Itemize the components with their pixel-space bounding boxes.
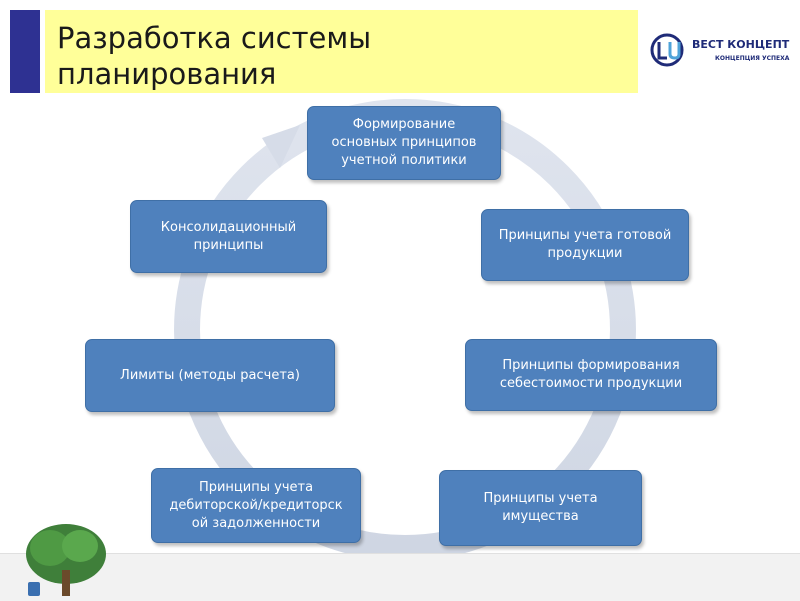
cycle-node-property: Принципы учета имущества [439, 470, 642, 546]
tree-illustration [26, 524, 106, 596]
company-logo: ВЕСТ КОНЦЕПТ КОНЦЕПЦИЯ УСПЕХА [650, 33, 795, 67]
cycle-node-receivables-payables: Принципы учета дебиторской/кредиторск ой… [151, 468, 361, 543]
title-accent-bar [10, 10, 40, 93]
cycle-node-accounting-policy: Формирование основных принципов учетной … [307, 106, 501, 180]
cycle-node-consolidation: Консолидационный принципы [130, 200, 327, 273]
watering-can-icon [28, 582, 40, 596]
title-banner: Разработка системы планирования [45, 10, 638, 93]
cycle-node-cost-formation: Принципы формирования себестоимости прод… [465, 339, 717, 411]
cycle-node-limits: Лимиты (методы расчета) [85, 339, 335, 412]
vest-concept-logo-icon [650, 33, 684, 67]
logo-slogan: КОНЦЕПЦИЯ УСПЕХА [715, 55, 790, 62]
cycle-node-finished-goods: Принципы учета готовой продукции [481, 209, 689, 281]
logo-name: ВЕСТ КОНЦЕПТ [692, 38, 790, 51]
footer-band [0, 553, 800, 601]
page-title: Разработка системы планирования [57, 21, 372, 91]
cycle-arrow-head [262, 125, 300, 168]
